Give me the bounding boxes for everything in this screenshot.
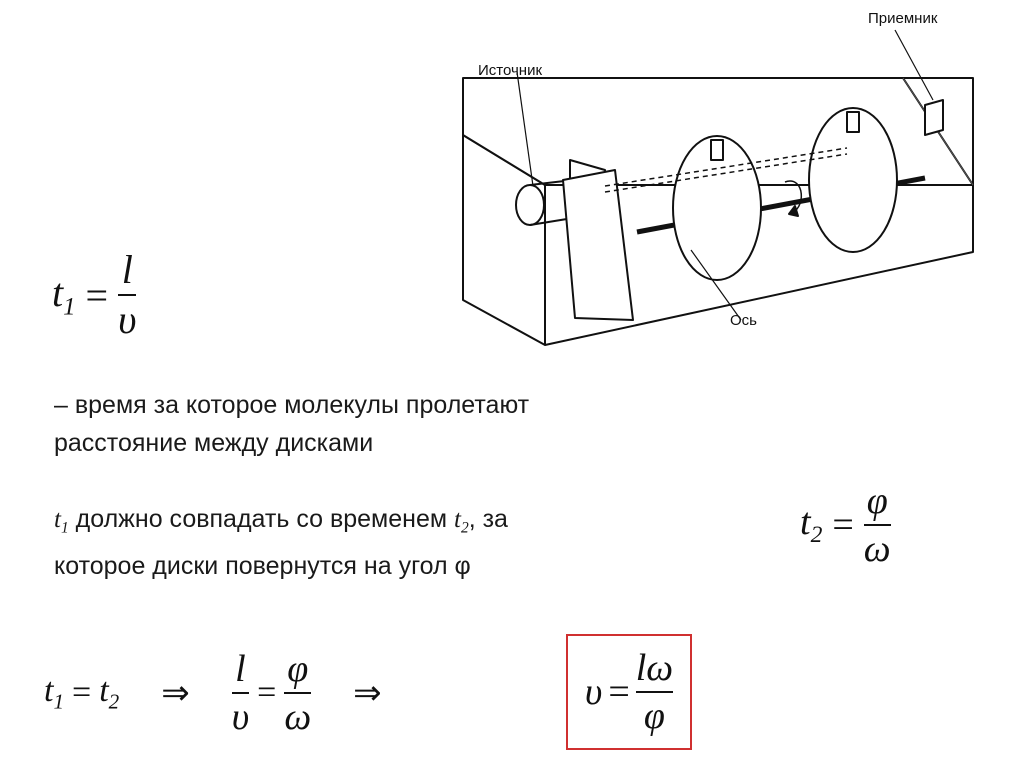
result-fraction: lω φ <box>635 647 674 737</box>
formula-t1-num: l <box>121 247 133 292</box>
derivation-row: t1 = t2 ⇒ l υ = φ ω ⇒ <box>44 650 382 736</box>
formula-t2-lhs: t2 <box>800 501 823 549</box>
result-box: υ = lω φ <box>566 634 692 750</box>
result-lhs: υ <box>584 671 603 713</box>
apparatus-diagram <box>462 29 974 346</box>
derivation-eq-1: = <box>72 674 92 711</box>
explanation-line-2: расстояние между дисками <box>54 429 374 457</box>
derivation-eq-2: = <box>257 674 277 711</box>
condition-text: t1 должно совпадать со временем t2, за к… <box>54 500 694 585</box>
explanation-line-1: – время за которое молекулы пролетают <box>54 391 530 419</box>
result-den: φ <box>643 695 665 737</box>
screen-plate <box>562 169 634 321</box>
formula-t2: t2 = φ ω <box>800 482 891 568</box>
label-source: Источник <box>478 62 543 79</box>
formula-t2-num: φ <box>866 480 888 522</box>
derivation-t1: t1 <box>44 671 64 714</box>
disk-2 <box>808 107 898 253</box>
condition-line-1: t1 должно совпадать со временем t2, за <box>54 505 508 537</box>
formula-t1-den: υ <box>118 297 137 342</box>
molecule-beam <box>604 147 848 187</box>
formula-t1-fraction: l υ <box>118 247 137 342</box>
formula-t2-eq: = <box>832 504 854 546</box>
label-axis: Ось <box>730 312 757 329</box>
formula-t1-eq: = <box>85 272 109 318</box>
derivation-fraction-1: l υ <box>231 648 250 738</box>
source-cylinder <box>515 184 545 226</box>
formula-t1: t1 = l υ <box>52 247 137 342</box>
derivation-fraction-2: φ ω <box>284 648 312 738</box>
formula-t1-lhs: t1 <box>52 269 76 321</box>
condition-line-2: которое диски повернутся на угол φ <box>54 552 471 581</box>
receiver-block <box>924 99 944 136</box>
formula-t2-den: ω <box>863 528 891 570</box>
result-eq: = <box>608 671 630 713</box>
result-num: lω <box>635 647 674 689</box>
derivation-t2: t2 <box>99 671 120 714</box>
label-receiver: Приемник <box>868 10 938 27</box>
formula-t2-fraction: φ ω <box>863 480 891 570</box>
derivation-arrow-2: ⇒ <box>353 675 382 712</box>
derivation-arrow-1: ⇒ <box>161 675 190 712</box>
explanation-text: – время за которое молекулы пролетают ра… <box>54 386 694 462</box>
